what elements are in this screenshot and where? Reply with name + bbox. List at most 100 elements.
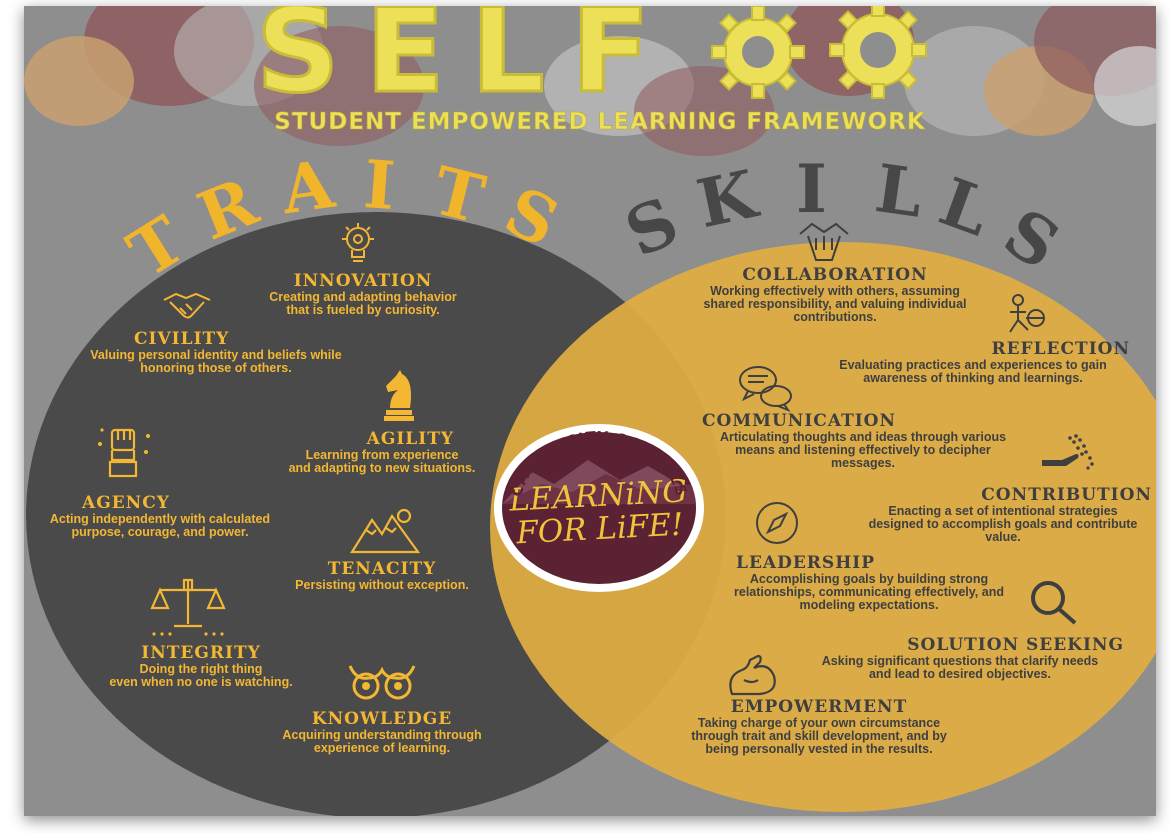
skill-name: LEADERSHIP	[736, 553, 876, 573]
trait-civility: CIVILITY Valuing personal identity and b…	[66, 330, 366, 375]
skill-name: COLLABORATION	[742, 265, 928, 285]
scales-icon	[150, 578, 226, 636]
skill-description-line: and lead to desired objectives.	[868, 666, 1051, 681]
trait-description-line: that is fueled by curiosity.	[286, 302, 440, 317]
trait-name: AGENCY	[82, 493, 170, 513]
skills-heading-letter: I	[796, 150, 827, 228]
flexed-arm-icon	[729, 654, 776, 696]
skill-description-line: Taking charge of your own circumstance	[697, 715, 941, 730]
trait-name: AGILITY	[366, 429, 454, 449]
school-logo: LEARNiNG FOR LiFE! CANON CITY SCHOOLS FR…	[494, 424, 704, 592]
logo-ring-text: CANON CITY SCHOOLS FREMONT RE-1	[507, 428, 690, 575]
skill-description-line: value.	[985, 529, 1021, 544]
skill-description-line: Enacting a set of intentional strategies	[888, 503, 1118, 518]
logo-top-text: CANON CITY SCHOOLS	[507, 428, 689, 499]
trait-description-line: Persisting without exception.	[295, 577, 469, 592]
trait-name: TENACITY	[327, 559, 437, 579]
trait-tenacity: TENACITY Persisting without exception.	[272, 560, 492, 592]
skills-heading-letter: S	[614, 181, 690, 273]
trait-description-line: even when no one is watching.	[109, 674, 293, 689]
mountain-silhouette-icon	[502, 460, 696, 504]
trait-agility: AGILITY Learning from experience and ada…	[272, 430, 492, 475]
person-reflecting-icon	[1009, 294, 1045, 333]
lightbulb-gear-icon	[342, 223, 374, 262]
trait-integrity: INTEGRITY Doing the right thing even whe…	[86, 644, 316, 689]
traits-heading-letter: S	[493, 171, 571, 263]
trait-description-line: purpose, courage, and power.	[71, 524, 249, 539]
traits-heading-letter: A	[276, 144, 339, 230]
magnifier-icon	[1031, 581, 1077, 625]
trait-name: INTEGRITY	[141, 643, 261, 663]
trait-description-line: Learning from experience	[305, 447, 459, 462]
gears-icon	[711, 6, 927, 99]
skill-description-line: messages.	[831, 455, 895, 470]
poster-subtitle: STUDENT EMPOWERED LEARNING FRAMEWORK	[274, 109, 926, 136]
skill-description-line: awareness of thinking and learnings.	[863, 370, 1083, 385]
logo-badge: LEARNiNG FOR LiFE!	[502, 432, 696, 584]
skill-collaboration: COLLABORATION Working effectively with o…	[670, 266, 1000, 324]
bubble-decoration	[254, 26, 424, 146]
trait-innovation: INNOVATION Creating and adapting behavio…	[248, 272, 478, 317]
trait-name: INNOVATION	[293, 271, 433, 291]
skill-name: CONTRIBUTION	[981, 485, 1152, 505]
hand-giving-icon	[1042, 434, 1094, 470]
speech-bubbles-icon	[739, 366, 792, 412]
logo-bottom-text: FREMONT RE-1	[541, 540, 655, 574]
skill-name: EMPOWERMENT	[730, 697, 908, 717]
traits-heading-letter: T	[115, 200, 199, 294]
skill-description-line: Working effectively with others, assumin…	[710, 283, 960, 298]
skill-contribution: CONTRIBUTION Enacting a set of intention…	[850, 486, 1156, 544]
skill-description-line: Articulating thoughts and ideas through …	[719, 429, 1007, 444]
traits-heading-letter: T	[425, 151, 492, 239]
handshake-icon	[163, 292, 211, 319]
skill-description-line: modeling expectations.	[799, 597, 939, 612]
skill-empowerment: EMPOWERMENT Taking charge of your own ci…	[654, 698, 984, 756]
trait-description-line: experience of learning.	[313, 740, 451, 755]
skill-description-line: shared responsibility, and valuing indiv…	[703, 296, 967, 311]
skills-heading-letter: S	[990, 193, 1073, 285]
skill-description-line: through trait and skill development, and…	[691, 728, 947, 743]
owl-eyes-icon	[348, 665, 416, 700]
compass-icon	[756, 502, 798, 544]
skill-description-line: designed to accomplish goals and contrib…	[868, 517, 1138, 531]
skill-description-line: Accomplishing goals by building strong	[749, 571, 989, 586]
skill-description-line: means and listening effectively to decip…	[735, 442, 991, 457]
skills-heading-letter: L	[930, 162, 1001, 252]
trait-agency: AGENCY Acting independently with calcula…	[30, 494, 290, 539]
trait-name: CIVILITY	[134, 329, 230, 349]
trait-description-line: Valuing personal identity and beliefs wh…	[90, 347, 342, 362]
skill-description-line: Asking significant questions that clarif…	[821, 653, 1099, 668]
skill-name: REFLECTION	[991, 339, 1130, 359]
trait-description-line: Acting independently with calculated	[49, 511, 271, 526]
trait-description-line: honoring those of others.	[140, 360, 292, 375]
svg-text:CANON CITY SCHOOLS: CANON CITY SCHOOLS	[507, 428, 690, 499]
trait-description-line: Creating and adapting behavior	[269, 289, 457, 304]
skill-communication: COMMUNICATION Articulating thoughts and …	[698, 412, 1028, 470]
skills-heading-letter: L	[870, 149, 928, 233]
trait-knowledge: KNOWLEDGE Acquiring understanding throug…	[264, 710, 500, 755]
traits-heading-letter: I	[361, 145, 398, 225]
chess-knight-icon	[384, 370, 414, 421]
trait-description-line: and adapting to new situations.	[288, 460, 476, 475]
skill-leadership: LEADERSHIP Accomplishing goals by buildi…	[704, 554, 1034, 612]
poster-title: SELF	[255, 6, 676, 119]
svg-text:FREMONT RE-1: FREMONT RE-1	[541, 540, 656, 574]
skills-heading-letter: K	[690, 154, 763, 244]
mountain-icon	[350, 508, 420, 554]
skill-description-line: contributions.	[793, 309, 877, 324]
skill-name: SOLUTION SEEKING	[907, 635, 1124, 655]
trait-description-line: Doing the right thing	[139, 661, 263, 676]
skill-name: COMMUNICATION	[702, 411, 897, 431]
skill-reflection: REFLECTION Evaluating practices and expe…	[808, 340, 1138, 385]
skill-solution-seeking: SOLUTION SEEKING Asking significant ques…	[790, 636, 1130, 681]
bubble-decoration	[24, 36, 134, 126]
trait-name: KNOWLEDGE	[311, 709, 453, 729]
hands-together-icon	[799, 222, 849, 261]
framework-poster: SELF STUDENT EMPOWERED LEARNING FRAMEWOR…	[24, 6, 1156, 816]
skill-description-line: being personally vested in the results.	[705, 741, 933, 756]
skill-description-line: Evaluating practices and experiences to …	[839, 357, 1107, 372]
raised-fist-icon	[98, 428, 150, 478]
traits-heading-letter: R	[187, 162, 268, 256]
skill-description-line: relationships, communicating effectively…	[734, 584, 1004, 599]
trait-description-line: Acquiring understanding through	[282, 727, 482, 742]
